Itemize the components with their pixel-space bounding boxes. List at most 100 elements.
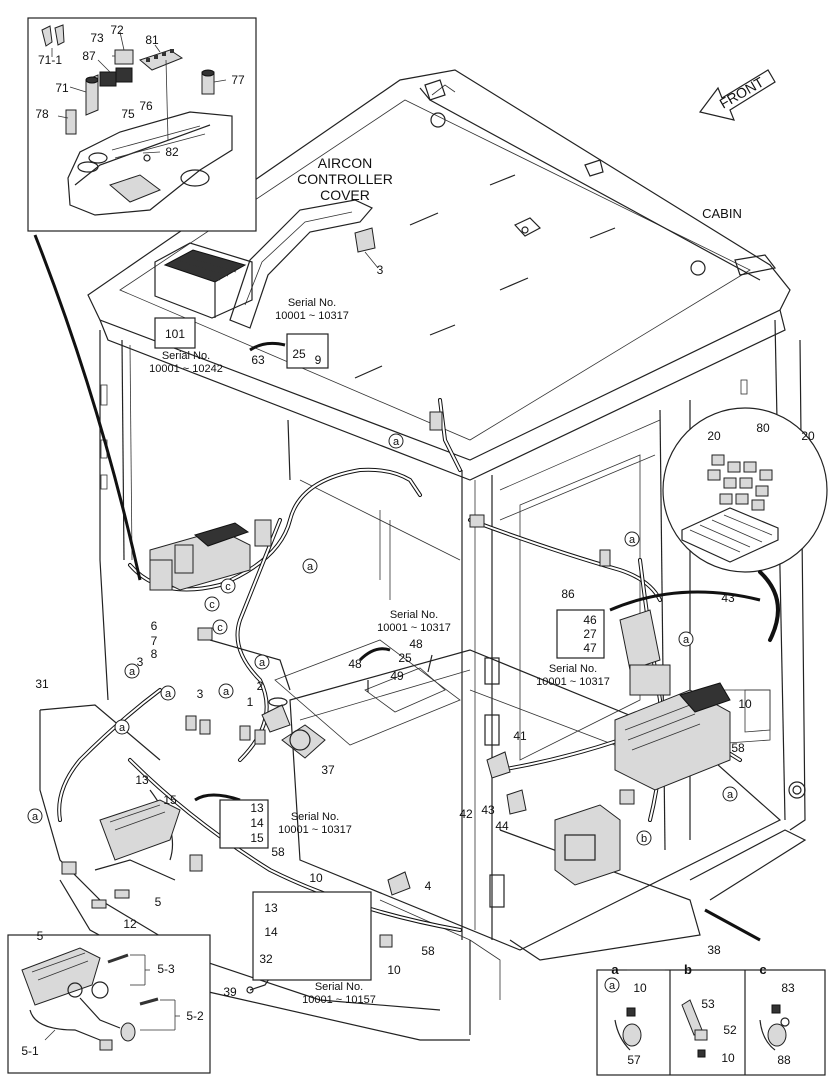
callout-c37: 37 <box>321 763 335 777</box>
callout-c10b: 10 <box>309 871 323 885</box>
circle-ref-text-r_a7: a <box>32 811 39 823</box>
circle-ref-r_c3: c <box>212 619 228 635</box>
callout-c6: 6 <box>151 619 158 633</box>
callout-c39: 39 <box>223 985 237 999</box>
circle-ref-r_a11: a <box>604 977 620 993</box>
inset5-label: 5 <box>37 929 44 943</box>
serial-note-title-s6: Serial No. <box>315 981 363 993</box>
circle-ref-text-r_a1: a <box>393 436 400 448</box>
callout-c20a: 20 <box>707 429 721 443</box>
circle-ref-r_b1: b <box>636 830 652 846</box>
callout-c3top: 3 <box>377 263 384 277</box>
switch-panel-inset <box>27 17 257 232</box>
callout-c49: 49 <box>390 669 404 683</box>
boxed-14a: 14 <box>250 816 264 830</box>
detail-b-52: 52 <box>723 1023 737 1037</box>
detail-c-88: 88 <box>777 1053 791 1067</box>
relay-detail-circle <box>662 407 828 642</box>
callout-c20b: 20 <box>801 429 815 443</box>
circle-ref-text-r_a11: a <box>609 980 616 992</box>
inset5-part-5-3: 5-3 <box>157 962 175 976</box>
circle-ref-text-r_a2: a <box>307 561 314 573</box>
callout-c12: 12 <box>123 917 137 931</box>
circle-ref-r_a7: a <box>27 808 43 824</box>
callout-c13a: 13 <box>135 773 149 787</box>
callout-c10a: 10 <box>738 697 752 711</box>
serial-note-title-s1: Serial No. <box>288 297 336 309</box>
callout-c44: 44 <box>495 819 509 833</box>
detail-a-57: 57 <box>627 1053 641 1067</box>
components <box>61 69 776 994</box>
serial-note-title-s4: Serial No. <box>549 663 597 675</box>
boxed-group-frames <box>154 317 605 981</box>
callout-c71-1: 71-1 <box>38 53 62 67</box>
circle-ref-text-r_a9: a <box>683 634 690 646</box>
circle-ref-text-r_b1: b <box>641 833 647 845</box>
serial-note-range-s2: 10001 ~ 10242 <box>149 363 223 375</box>
boxed-13a: 13 <box>250 801 264 815</box>
boxed-101: 101 <box>165 327 185 341</box>
callout-c73: 73 <box>90 31 104 45</box>
callout-c78: 78 <box>35 107 49 121</box>
serial-note-title-s5: Serial No. <box>291 811 339 823</box>
callout-c43b: 43 <box>481 803 495 817</box>
serial-note-title-s3: Serial No. <box>390 609 438 621</box>
front-label: FRONT <box>717 73 767 111</box>
serial-note-range-s4: 10001 ~ 10317 <box>536 676 610 688</box>
boxed-32: 32 <box>259 952 273 966</box>
callout-c43a: 43 <box>721 591 735 605</box>
circle-ref-text-r_c2: c <box>209 599 215 611</box>
callout-c80: 80 <box>756 421 770 435</box>
inset5-part-5-1: 5-1 <box>21 1044 39 1058</box>
serial-note-range-s5: 10001 ~ 10317 <box>278 824 352 836</box>
callout-c58c: 58 <box>421 944 435 958</box>
pedal-inset <box>7 934 211 1074</box>
circle-ref-r_a5: a <box>218 683 234 699</box>
callout-c5: 5 <box>155 895 162 909</box>
callout-c3m1: 3 <box>137 655 144 669</box>
callout-c71: 71 <box>55 81 69 95</box>
aircon-cover-label-0: AIRCON <box>318 155 372 171</box>
callout-c25b: 25 <box>398 651 412 665</box>
circle-ref-text-r_c1: c <box>225 581 231 593</box>
serial-note-range-s1: 10001 ~ 10317 <box>275 310 349 322</box>
circle-ref-text-r_a4: a <box>259 657 266 669</box>
boxed-47: 47 <box>583 641 597 655</box>
callout-c81: 81 <box>145 33 159 47</box>
callout-c8: 8 <box>151 647 158 661</box>
serial-note-title-s2: Serial No. <box>162 350 210 362</box>
circle-ref-r_a9: a <box>678 631 694 647</box>
aircon-controller-unit <box>154 242 253 319</box>
circle-ref-r_a10: a <box>722 786 738 802</box>
aircon-cover-label-2: COVER <box>320 187 370 203</box>
detail-key-a: a <box>611 962 619 977</box>
callout-c31: 31 <box>35 677 49 691</box>
circle-ref-r_a1: a <box>388 433 404 449</box>
callout-c7: 7 <box>151 634 158 648</box>
circle-ref-text-r_c3: c <box>217 622 223 634</box>
callout-c86: 86 <box>561 587 575 601</box>
callout-c87: 87 <box>82 49 96 63</box>
circle-ref-text-r_a6: a <box>119 722 126 734</box>
callout-c48a: 48 <box>348 657 362 671</box>
callout-c82: 82 <box>165 145 179 159</box>
callout-c15a: 15 <box>163 793 177 807</box>
circle-ref-r_c1: c <box>220 578 236 594</box>
circle-ref-r_c2: c <box>204 596 220 612</box>
callout-c4: 4 <box>425 879 432 893</box>
boxed-27: 27 <box>583 627 597 641</box>
callout-c58a: 58 <box>731 741 745 755</box>
serial-note-range-s6: 10001 ~ 10157 <box>302 994 376 1006</box>
callout-c63: 63 <box>251 353 265 367</box>
serial-note-range-s3: 10001 ~ 10317 <box>377 622 451 634</box>
callout-c48b: 48 <box>409 637 423 651</box>
callout-c10c: 10 <box>387 963 401 977</box>
callout-c3m2: 3 <box>197 687 204 701</box>
aircon-controller-cover <box>229 199 379 329</box>
circle-ref-r_a12: a <box>160 685 176 701</box>
callout-c41: 41 <box>513 729 527 743</box>
